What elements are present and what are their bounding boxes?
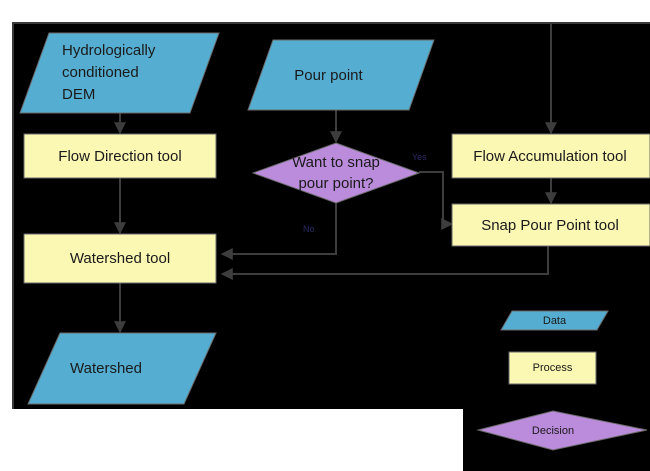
edge-label-yes: Yes: [412, 152, 427, 162]
node-want-to-snap-decision[interactable]: [253, 143, 419, 203]
node-flow-direction-tool[interactable]: [24, 134, 216, 178]
node-hydro-dem[interactable]: [20, 33, 219, 113]
node-watershed-output[interactable]: [28, 333, 216, 404]
legend-panel-background: [463, 409, 650, 471]
node-watershed-tool[interactable]: [24, 234, 216, 283]
node-pour-point[interactable]: [248, 40, 434, 110]
node-flow-accumulation-tool[interactable]: [452, 134, 650, 178]
edge-label-no: No: [303, 224, 315, 234]
node-snap-pour-point-tool[interactable]: [452, 204, 650, 246]
